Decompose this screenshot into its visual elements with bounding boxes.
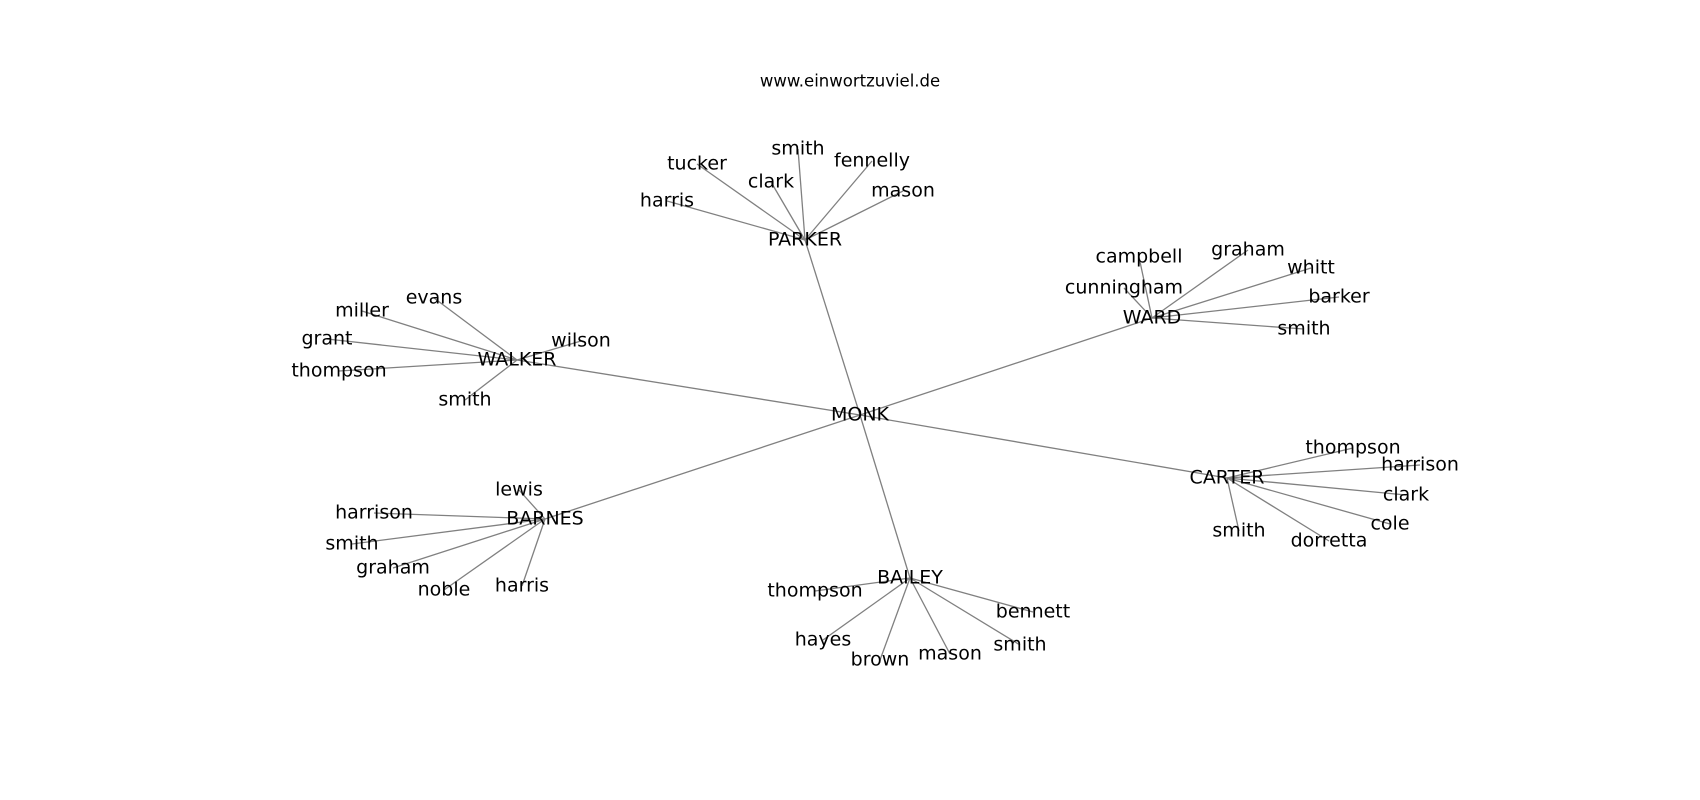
leaf-node-carter-cole: cole	[1370, 513, 1409, 535]
edge-walker-evans	[433, 297, 518, 361]
edge-walker-miller	[361, 310, 518, 361]
edge-barnes-graham	[392, 518, 546, 569]
leaf-node-carter-clark: clark	[1383, 484, 1429, 506]
edge-root-bailey	[859, 414, 911, 579]
edge-bailey-bennett	[909, 577, 1034, 613]
edge-carter-harrison	[1226, 464, 1421, 479]
edge-parker-harris	[666, 200, 806, 241]
edge-root-ward	[859, 317, 1153, 416]
leaf-node-parker-harris: harris	[640, 190, 694, 212]
edge-carter-cole	[1226, 477, 1391, 525]
edge-layer	[326, 148, 1421, 661]
leaf-node-barnes-graham: graham	[356, 557, 430, 579]
edge-carter-smith	[1226, 477, 1240, 532]
leaf-node-barnes-harrison: harrison	[335, 502, 413, 524]
label-layer: MONK PARKER harris tucker clark smith fennelly…	[291, 138, 1459, 671]
leaf-node-walker-smith: smith	[438, 389, 491, 411]
leaf-node-ward-graham: graham	[1211, 239, 1285, 261]
leaf-node-parker-mason: mason	[871, 180, 935, 202]
leaf-node-ward-barker: barker	[1308, 286, 1370, 308]
edge-parker-tucker	[696, 163, 806, 241]
hub-node-bailey: BAILEY	[877, 567, 943, 589]
edge-bailey-hayes	[822, 577, 911, 641]
leaf-node-parker-clark: clark	[748, 171, 794, 193]
leaf-node-barnes-lewis: lewis	[495, 479, 543, 501]
leaf-node-walker-thompson: thompson	[291, 360, 386, 382]
edge-root-barnes	[544, 414, 861, 520]
hub-node-barnes: BARNES	[506, 508, 584, 530]
leaf-node-walker-wilson: wilson	[551, 330, 611, 352]
leaf-node-bailey-bennett: bennett	[996, 601, 1070, 623]
leaf-node-walker-evans: evans	[406, 287, 463, 309]
leaf-node-parker-smith: smith	[771, 138, 824, 160]
leaf-node-ward-smith: smith	[1277, 318, 1330, 340]
edge-parker-clark	[770, 181, 806, 241]
edge-root-carter	[859, 414, 1228, 479]
edge-root-parker	[804, 239, 861, 416]
edge-walker-smith	[464, 359, 518, 401]
leaf-node-carter-harrison: harrison	[1381, 454, 1459, 476]
leaf-node-bailey-brown: brown	[851, 649, 910, 671]
edge-ward-whitt	[1151, 267, 1312, 319]
edge-barnes-lewis	[518, 489, 546, 520]
edge-carter-thompson	[1226, 447, 1354, 479]
leaf-node-bailey-mason: mason	[918, 643, 982, 665]
edge-bailey-thompson	[814, 577, 911, 592]
leaf-node-walker-miller: miller	[335, 300, 389, 322]
site-url-label: www.einwortzuviel.de	[760, 72, 940, 91]
edge-carter-clark	[1226, 477, 1407, 496]
edge-barnes-harrison	[373, 512, 546, 520]
hub-node-walker: WALKER	[478, 349, 557, 371]
edge-parker-smith	[797, 148, 806, 241]
leaf-node-walker-grant: grant	[301, 328, 352, 350]
leaf-node-parker-tucker: tucker	[667, 153, 727, 175]
edge-parker-fennelly	[804, 160, 873, 241]
leaf-node-parker-fennelly: fennelly	[834, 150, 910, 172]
leaf-node-ward-campbell: campbell	[1096, 246, 1183, 268]
leaf-node-ward-whitt: whitt	[1287, 257, 1335, 279]
edge-walker-wilson	[516, 340, 582, 361]
edge-bailey-mason	[909, 577, 951, 655]
edge-parker-mason	[804, 190, 904, 241]
edge-carter-dorretta	[1226, 477, 1330, 542]
edge-ward-campbell	[1138, 256, 1153, 319]
hub-node-ward: WARD	[1123, 307, 1182, 329]
edge-root-walker	[516, 359, 861, 416]
edge-ward-barker	[1151, 296, 1340, 319]
edge-ward-cunningham	[1123, 287, 1153, 319]
edge-barnes-noble	[443, 518, 546, 591]
edge-walker-grant	[326, 338, 518, 361]
edge-ward-graham	[1151, 249, 1249, 319]
hub-node-parker: PARKER	[768, 229, 842, 251]
edge-barnes-harris	[521, 518, 546, 587]
leaf-node-barnes-smith: smith	[325, 533, 378, 555]
leaf-node-barnes-harris: harris	[495, 575, 549, 597]
edge-walker-thompson	[338, 359, 518, 372]
edge-bailey-brown	[879, 577, 911, 661]
leaf-node-bailey-smith: smith	[993, 634, 1046, 656]
leaf-node-bailey-hayes: hayes	[795, 629, 852, 651]
root-node-label: MONK	[831, 404, 890, 426]
edge-ward-smith	[1151, 317, 1305, 330]
edge-bailey-smith	[909, 577, 1021, 646]
leaf-node-ward-cunningham: cunningham	[1065, 277, 1183, 299]
edge-barnes-smith	[351, 518, 546, 545]
hub-node-carter: CARTER	[1190, 467, 1265, 489]
leaf-node-carter-thompson: thompson	[1305, 437, 1400, 459]
leaf-node-bailey-thompson: thompson	[767, 580, 862, 602]
leaf-node-carter-dorretta: dorretta	[1291, 530, 1368, 552]
leaf-node-carter-smith: smith	[1212, 520, 1265, 542]
leaf-node-barnes-noble: noble	[418, 579, 471, 601]
